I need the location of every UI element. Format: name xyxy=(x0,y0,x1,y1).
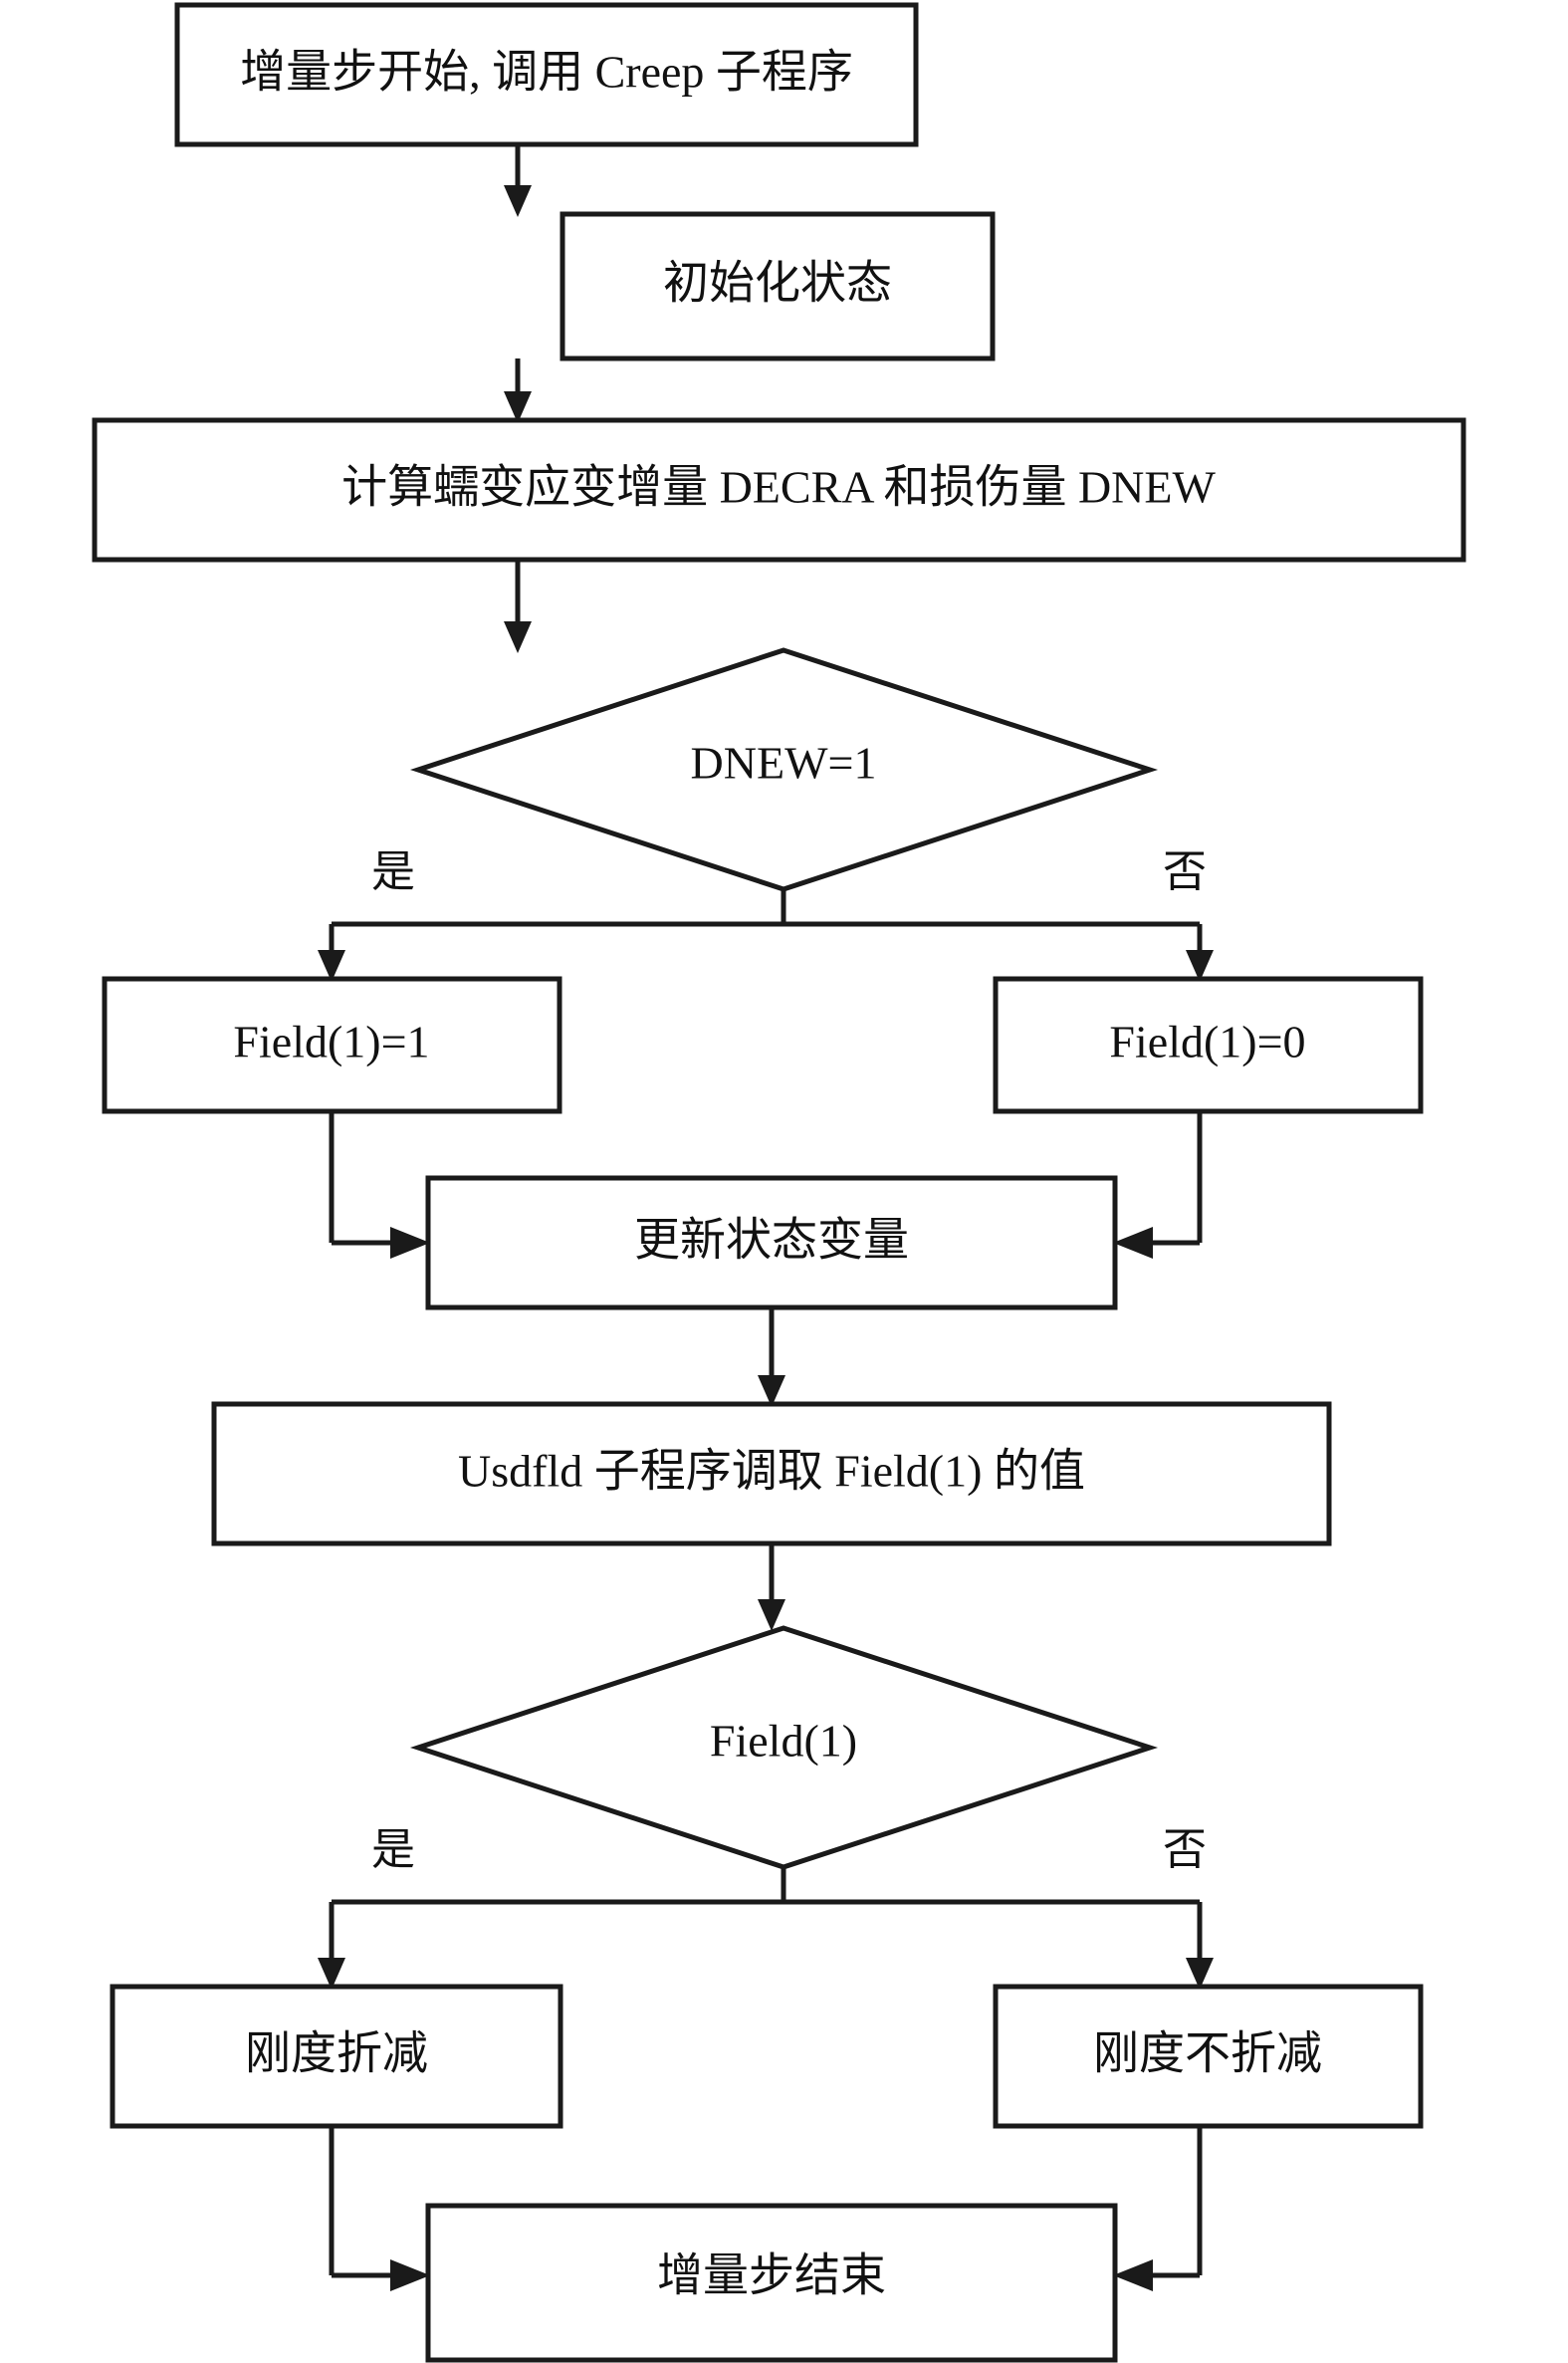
edge-start-to-init xyxy=(504,144,532,217)
edge-field-zero-to-update xyxy=(1113,1111,1203,1259)
edge-decision-no-to-field-zero xyxy=(1186,924,1214,982)
node-field-zero: Field(1)=0 xyxy=(993,976,1424,1114)
node-decision-dnew-label: DNEW=1 xyxy=(691,738,877,789)
connector-layer xyxy=(318,144,1214,2291)
node-start-label: 增量步开始, 调用 Creep 子程序 xyxy=(240,47,853,98)
node-stiffness-reduced: 刚度折减 xyxy=(110,1984,563,2129)
edge-init-to-calc xyxy=(504,358,532,423)
edge-update-to-usdfld xyxy=(758,1307,785,1407)
branch-label-dnew-no: 否 xyxy=(1163,847,1207,896)
node-end: 增量步结束 xyxy=(425,2203,1118,2363)
branch-label-field-no: 否 xyxy=(1163,1825,1207,1874)
node-stiffness-not-reduced-label: 刚度不折减 xyxy=(1093,2028,1322,2079)
edge-usdfld-to-decision xyxy=(758,1543,785,1631)
node-update-state-vars: 更新状态变量 xyxy=(425,1175,1118,1310)
node-stiffness-reduced-label: 刚度折减 xyxy=(245,2028,428,2079)
branch-label-field-yes: 是 xyxy=(371,1825,415,1874)
node-calc-decra-dnew-label: 计算蠕变应变增量 DECRA 和损伤量 DNEW xyxy=(341,462,1216,513)
node-end-label: 增量步结束 xyxy=(657,2250,886,2301)
node-usdfld-read-field-label: Usdfld 子程序调取 Field(1) 的值 xyxy=(458,1446,1085,1497)
node-update-state-vars-label: 更新状态变量 xyxy=(634,1215,909,1266)
node-start: 增量步开始, 调用 Creep 子程序 xyxy=(174,2,919,147)
node-init-state-label: 初始化状态 xyxy=(663,258,892,309)
node-field-one: Field(1)=1 xyxy=(102,976,562,1114)
edge-calc-to-decision xyxy=(504,560,532,653)
node-calc-decra-dnew: 计算蠕变应变增量 DECRA 和损伤量 DNEW xyxy=(92,417,1466,563)
edge-decision-field-bus xyxy=(332,1867,1200,1905)
edge-decision-dnew-bus xyxy=(332,889,1200,927)
node-field-zero-label: Field(1)=0 xyxy=(1109,1017,1305,1067)
edge-field-one-to-update xyxy=(329,1111,430,1259)
node-usdfld-read-field: Usdfld 子程序调取 Field(1) 的值 xyxy=(211,1401,1332,1546)
node-init-state: 初始化状态 xyxy=(560,211,996,361)
node-field-one-label: Field(1)=1 xyxy=(233,1017,429,1067)
edge-reduced-to-end xyxy=(329,2126,430,2291)
branch-label-dnew-yes: 是 xyxy=(371,847,415,896)
branch-label-layer: 是 否 是 否 xyxy=(371,847,1207,1874)
edge-field-yes-to-reduced xyxy=(318,1902,345,1990)
node-decision-field: Field(1) xyxy=(409,1625,1159,1870)
node-decision-field-label: Field(1) xyxy=(710,1716,857,1767)
node-layer: 增量步开始, 调用 Creep 子程序 初始化状态 计算蠕变应变增量 DECRA… xyxy=(92,2,1466,2363)
edge-decision-yes-to-field-one xyxy=(318,924,345,982)
node-decision-dnew: DNEW=1 xyxy=(409,647,1159,892)
node-stiffness-not-reduced: 刚度不折减 xyxy=(993,1984,1424,2129)
edge-field-no-to-not-reduced xyxy=(1186,1902,1214,1990)
edge-not-reduced-to-end xyxy=(1113,2126,1203,2291)
